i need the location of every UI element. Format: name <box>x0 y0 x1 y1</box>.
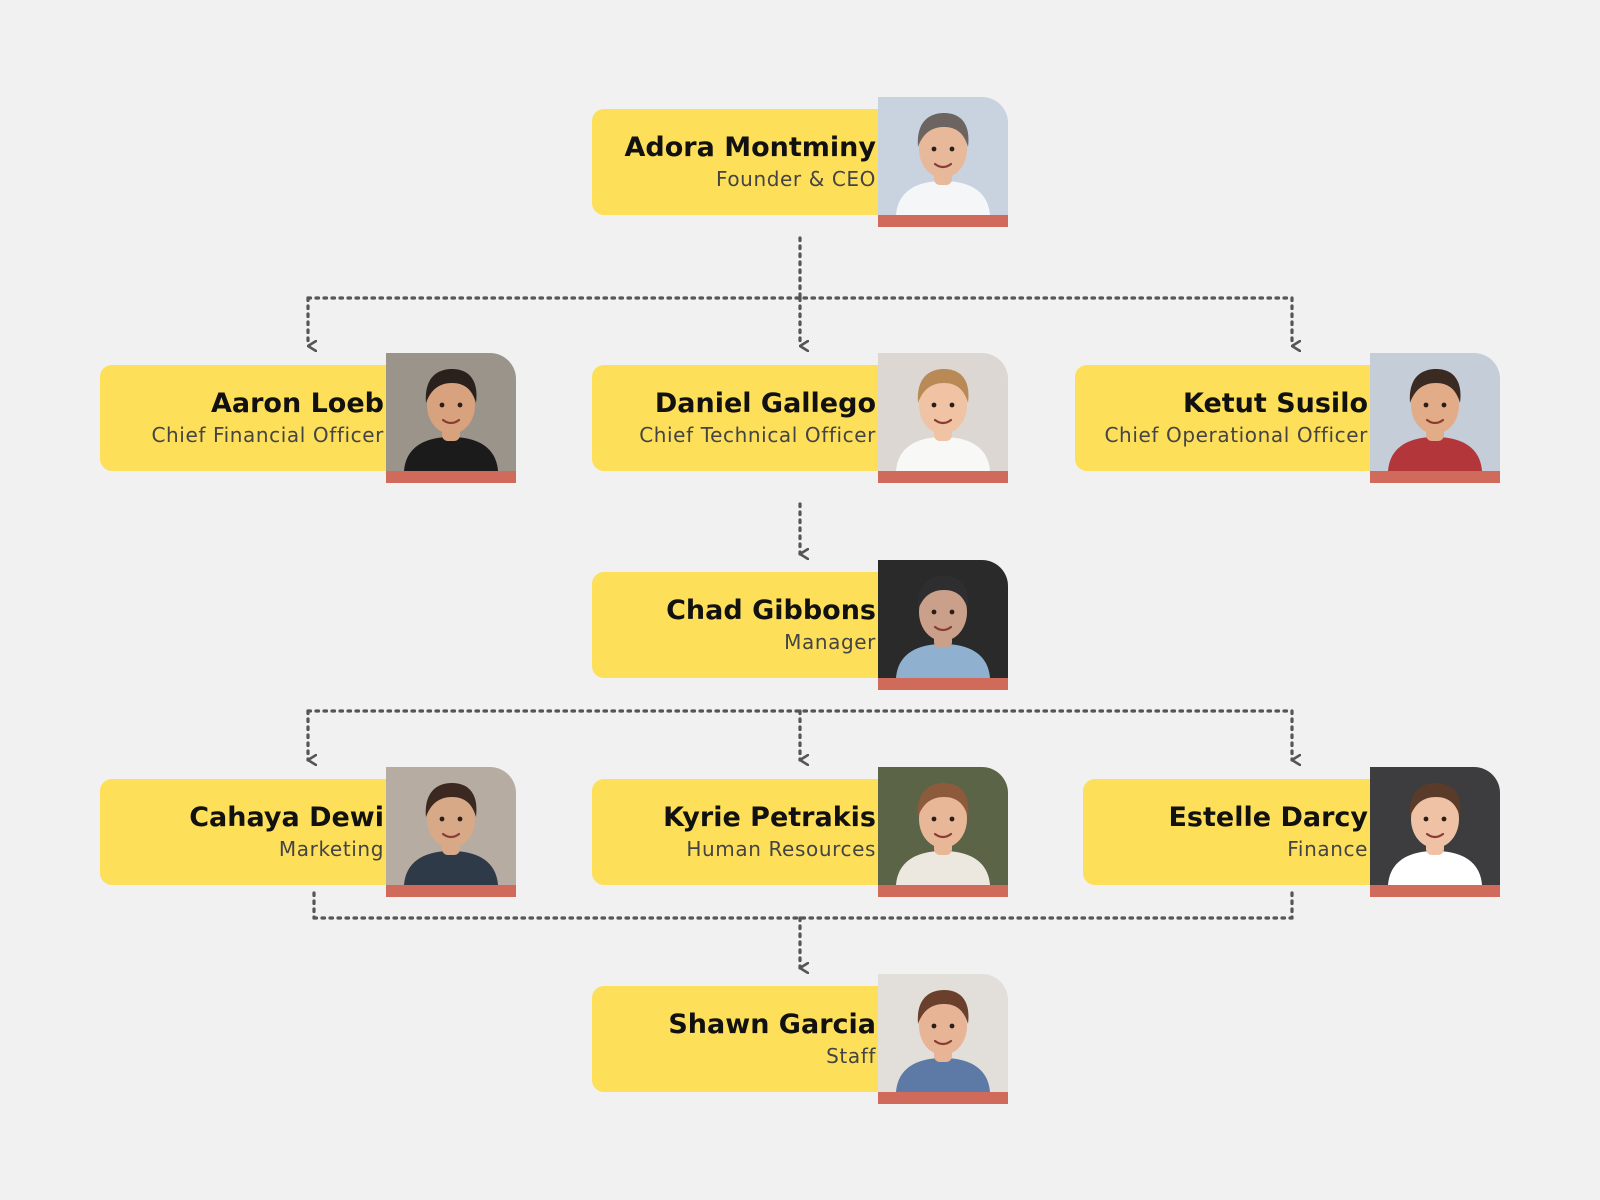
person-role: Chief Technical Officer <box>639 423 876 447</box>
avatar <box>386 767 516 885</box>
accent-bar <box>878 215 1008 227</box>
person-role: Founder & CEO <box>715 167 876 191</box>
accent-bar <box>386 885 516 897</box>
person-role: Human Resources <box>686 837 876 861</box>
avatar <box>878 353 1008 471</box>
person-role: Staff <box>826 1044 876 1068</box>
portrait-photo <box>386 767 516 885</box>
avatar <box>878 974 1008 1092</box>
person-name: Ketut Susilo <box>1183 388 1368 419</box>
person-name: Shawn Garcia <box>668 1009 876 1040</box>
portrait-photo <box>878 560 1008 678</box>
person-role: Manager <box>784 630 876 654</box>
person-name: Kyrie Petrakis <box>663 802 876 833</box>
portrait-photo <box>386 353 516 471</box>
avatar <box>878 97 1008 215</box>
accent-bar <box>386 471 516 483</box>
accent-bar <box>878 885 1008 897</box>
accent-bar <box>878 471 1008 483</box>
portrait-photo <box>878 97 1008 215</box>
person-name: Daniel Gallego <box>654 388 876 419</box>
avatar <box>878 560 1008 678</box>
person-role: Marketing <box>278 837 384 861</box>
portrait-photo <box>1370 767 1500 885</box>
portrait-photo <box>878 767 1008 885</box>
portrait-photo <box>878 353 1008 471</box>
avatar <box>1370 767 1500 885</box>
person-name: Chad Gibbons <box>666 595 876 626</box>
portrait-photo <box>1370 353 1500 471</box>
accent-bar <box>878 678 1008 690</box>
accent-bar <box>1370 471 1500 483</box>
avatar <box>1370 353 1500 471</box>
person-role: Chief Financial Officer <box>151 423 384 447</box>
avatar <box>878 767 1008 885</box>
avatar <box>386 353 516 471</box>
person-name: Cahaya Dewi <box>189 802 384 833</box>
accent-bar <box>878 1092 1008 1104</box>
person-name: Aaron Loeb <box>211 388 384 419</box>
person-role: Chief Operational Officer <box>1104 423 1368 447</box>
person-role: Finance <box>1287 837 1368 861</box>
person-name: Estelle Darcy <box>1168 802 1368 833</box>
person-name: Adora Montminy <box>624 132 876 163</box>
portrait-photo <box>878 974 1008 1092</box>
accent-bar <box>1370 885 1500 897</box>
